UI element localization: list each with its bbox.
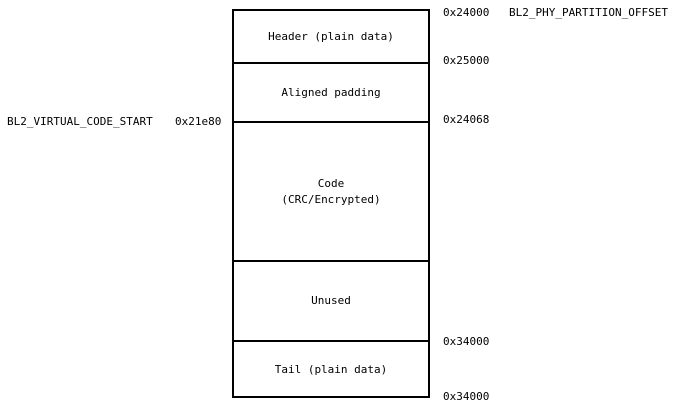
unused-section: Unused (234, 262, 428, 342)
padding-section-label: Aligned padding (281, 85, 381, 99)
address-label-0x25000: 0x25000 (443, 54, 490, 67)
tail-section-label: Tail (plain data) (274, 363, 388, 376)
header-section-label: Header (plain data) (268, 29, 394, 43)
code-section-subtitle: (CRC/Encrypted) (281, 192, 381, 206)
padding-section: Aligned padding (234, 64, 428, 123)
virtual-code-start-label: BL2_VIRTUAL_CODE_START (7, 115, 153, 128)
address-label-0x24000: 0x24000 (443, 6, 490, 19)
header-section: Header (plain data) (234, 11, 428, 64)
address-label-0x34000-lower: 0x34000 (443, 390, 490, 403)
tail-section: Tail (plain data) (234, 342, 428, 398)
address-label-0x21e80: 0x21e80 (175, 115, 222, 128)
unused-section-label: Unused (311, 294, 351, 307)
address-label-0x34000-upper: 0x34000 (443, 335, 490, 348)
code-section-title: Code (317, 176, 345, 190)
phy-partition-offset-label: BL2_PHY_PARTITION_OFFSET (509, 6, 668, 19)
address-label-0x24068: 0x24068 (443, 113, 490, 126)
memory-map-box: Header (plain data) Aligned padding Code… (232, 9, 430, 398)
code-section: Code (CRC/Encrypted) (234, 123, 428, 262)
